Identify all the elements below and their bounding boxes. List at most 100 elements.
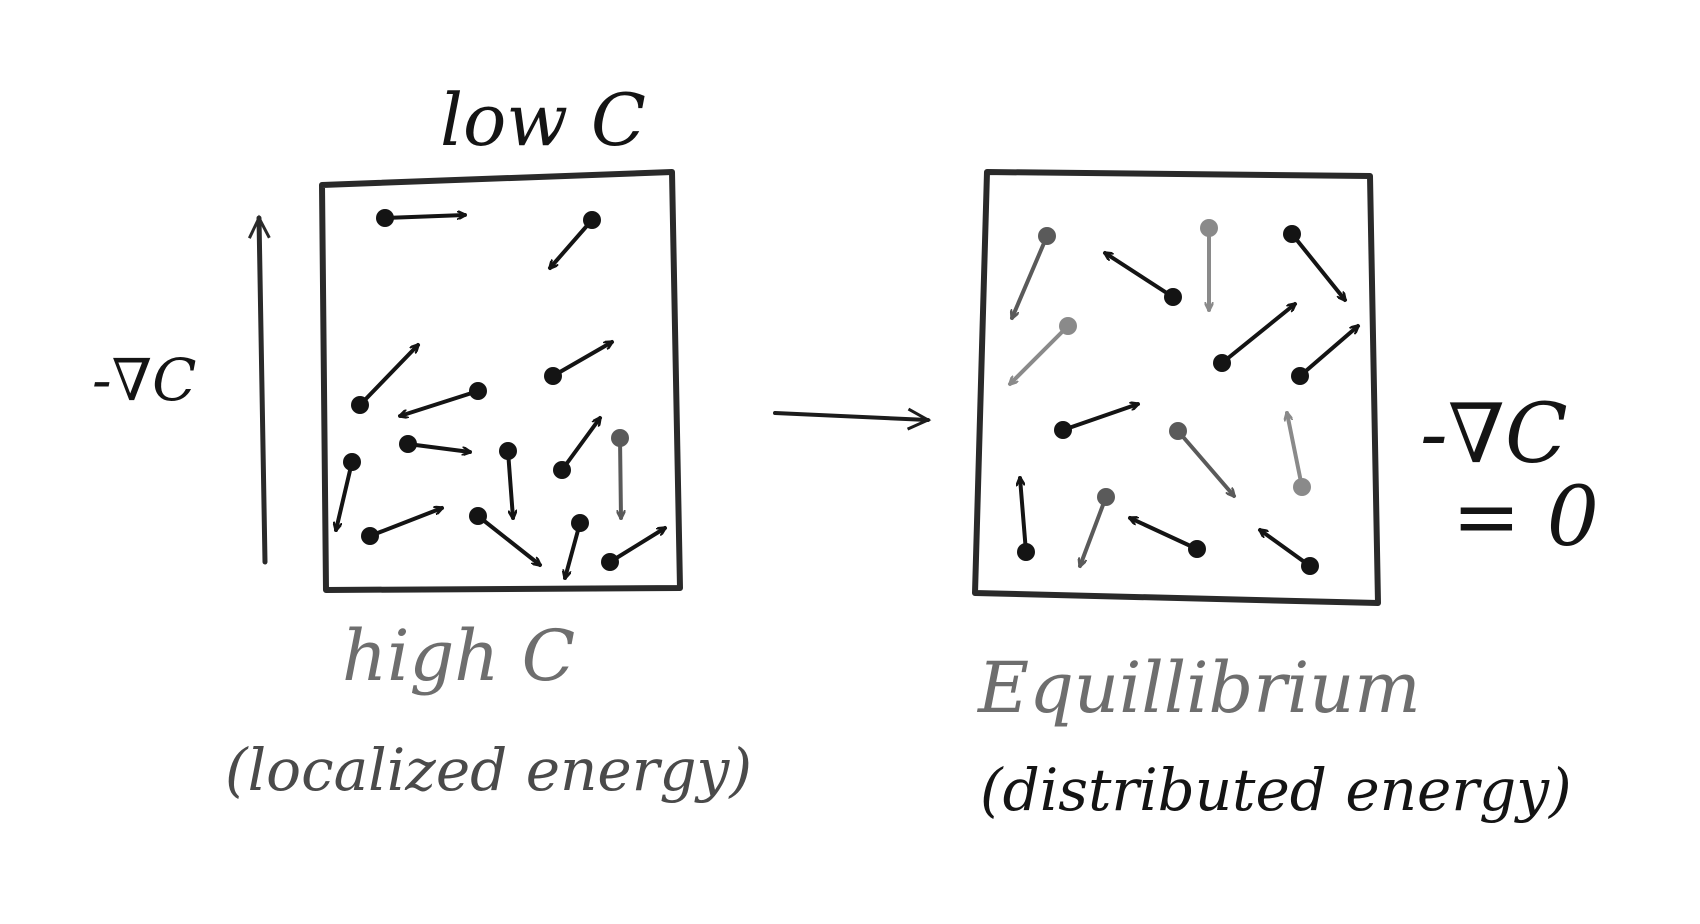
particle-dot xyxy=(1200,219,1218,237)
particle xyxy=(553,418,600,479)
particle-dot xyxy=(1038,227,1056,245)
particle xyxy=(1105,253,1182,306)
particle xyxy=(1260,530,1319,575)
right-box-group: Equillibrium (distributed energy) -∇C = … xyxy=(972,169,1599,824)
transition-arrow-icon xyxy=(773,407,932,431)
particle xyxy=(351,345,418,414)
particle-dot xyxy=(1213,354,1231,372)
particle xyxy=(1213,304,1295,372)
particle-dot xyxy=(399,435,417,453)
particle-dot xyxy=(611,429,629,447)
particle-dot xyxy=(1059,317,1077,335)
particle-dot xyxy=(343,453,361,471)
particle xyxy=(499,442,517,520)
particle xyxy=(399,435,472,453)
particle-velocity-arrow-icon xyxy=(1080,495,1108,566)
particle xyxy=(1130,516,1206,558)
particle-velocity-arrow-icon xyxy=(336,460,354,530)
particle-dot xyxy=(1017,543,1035,561)
particle-velocity-arrow-icon xyxy=(550,218,594,268)
particle-dot xyxy=(1283,225,1301,243)
particle-dot xyxy=(1293,478,1311,496)
left-box xyxy=(319,169,683,593)
particle xyxy=(1200,219,1218,312)
particle xyxy=(601,526,665,571)
particle-velocity-arrow-icon xyxy=(1290,232,1345,300)
particle-dot xyxy=(553,461,571,479)
particle-dot xyxy=(1188,540,1206,558)
particle xyxy=(550,211,601,268)
particle-dot xyxy=(571,514,589,532)
particle-velocity-arrow-icon xyxy=(1012,234,1049,318)
right-box xyxy=(972,169,1381,606)
particle-velocity-arrow-icon xyxy=(1130,516,1199,551)
particle xyxy=(376,209,467,227)
right-caption: (distributed energy) xyxy=(980,756,1572,824)
particle-velocity-arrow-icon xyxy=(506,449,513,520)
right-bottom-label: Equillibrium xyxy=(976,647,1421,729)
particle xyxy=(336,453,361,530)
left-box-group: low C high C (localized energy) -∇C xyxy=(92,78,752,804)
particle-velocity-arrow-icon xyxy=(1105,253,1175,299)
particle-velocity-arrow-icon xyxy=(565,521,582,578)
particle-dot xyxy=(361,527,379,545)
particle-dot xyxy=(1291,367,1309,385)
particle xyxy=(1017,476,1035,561)
particle-velocity-arrow-icon xyxy=(620,436,621,520)
particle-velocity-arrow-icon xyxy=(406,442,472,452)
particle-velocity-arrow-icon xyxy=(1260,530,1312,568)
particle xyxy=(1012,227,1056,318)
particle-velocity-arrow-icon xyxy=(358,345,418,407)
particle-velocity-arrow-icon xyxy=(1287,411,1304,489)
particle-velocity-arrow-icon xyxy=(1220,304,1295,365)
particle-dot xyxy=(376,209,394,227)
particle-velocity-arrow-icon xyxy=(551,340,612,378)
particle-dot xyxy=(1054,421,1072,439)
particle-velocity-arrow-icon xyxy=(400,389,480,416)
particle-dot xyxy=(583,211,601,229)
particle xyxy=(361,508,442,545)
particle-dot xyxy=(1301,557,1319,575)
particle-velocity-arrow-icon xyxy=(1010,324,1070,384)
particle-velocity-arrow-icon xyxy=(1176,429,1234,496)
particle-dot xyxy=(1097,488,1115,506)
particle-velocity-arrow-icon xyxy=(368,508,442,538)
particle-velocity-arrow-icon xyxy=(560,418,600,472)
left-top-label: low C xyxy=(440,78,646,162)
particle xyxy=(1287,411,1311,496)
left-bottom-label: high C xyxy=(342,615,575,697)
particle-velocity-arrow-icon xyxy=(1061,404,1138,432)
particle-velocity-arrow-icon xyxy=(1020,476,1028,554)
right-side-label: -∇C xyxy=(1420,387,1568,482)
particle-dot xyxy=(469,382,487,400)
particle-dot xyxy=(544,367,562,385)
left-side-label: -∇C xyxy=(92,346,196,414)
particle-dot xyxy=(1169,422,1187,440)
particle-velocity-arrow-icon xyxy=(1298,326,1358,378)
particle xyxy=(1283,225,1345,300)
particle xyxy=(1291,326,1358,385)
particle xyxy=(565,514,589,578)
particle-dot xyxy=(469,507,487,525)
particle-dot xyxy=(601,553,619,571)
particle-velocity-arrow-icon xyxy=(476,514,540,565)
particle xyxy=(1080,488,1115,566)
particle xyxy=(469,507,540,565)
particle-dot xyxy=(499,442,517,460)
particle-velocity-arrow-icon xyxy=(383,215,467,220)
right-particles xyxy=(1010,219,1358,575)
particle-velocity-arrow-icon xyxy=(608,526,665,564)
right-side-value: = 0 xyxy=(1452,470,1599,565)
particle xyxy=(1054,404,1138,439)
particle-dot xyxy=(351,396,369,414)
upward-gradient-arrow-icon xyxy=(247,214,271,565)
particle xyxy=(400,382,487,416)
particle xyxy=(1169,422,1234,496)
particle xyxy=(544,340,612,385)
particle-dot xyxy=(1164,288,1182,306)
particle xyxy=(611,429,629,520)
left-caption: (localized energy) xyxy=(225,736,752,804)
particle xyxy=(1010,317,1077,384)
left-particles xyxy=(336,209,665,578)
